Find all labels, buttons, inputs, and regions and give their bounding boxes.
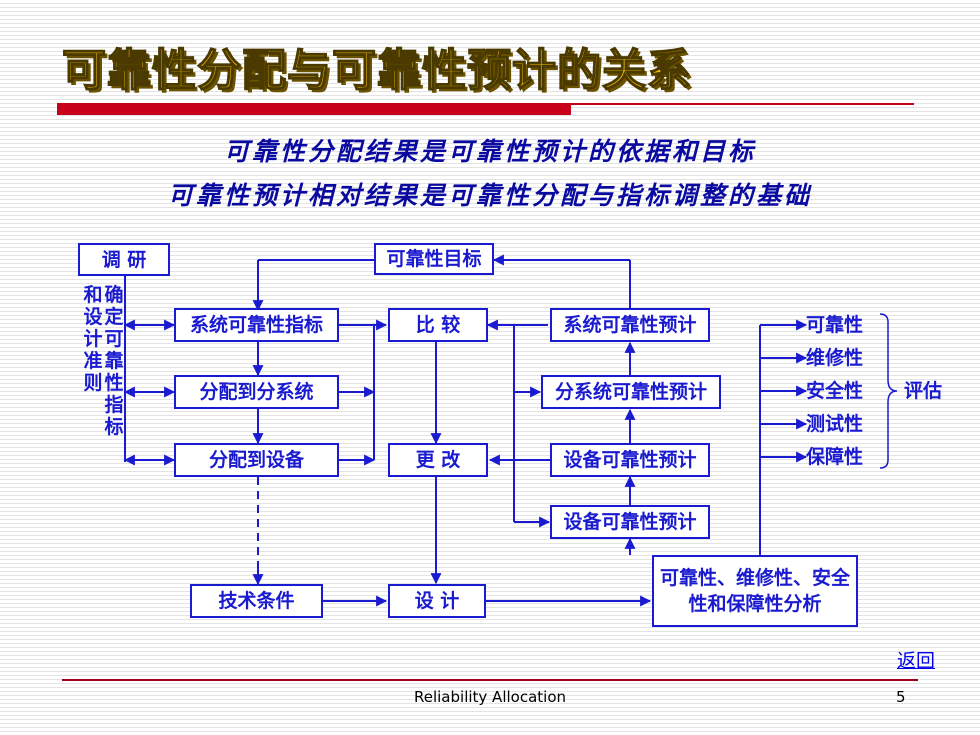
attr-testability: 测试性 <box>806 413 864 435</box>
back-link[interactable]: 返回 <box>897 650 936 672</box>
criteria-label-col-1: 和设计准则 <box>83 284 103 394</box>
slide-title: 可靠性分配与可靠性预计的关系 <box>61 44 692 97</box>
system-predict-box: 系统可靠性预计 <box>550 308 710 342</box>
criteria-label-col-2: 确定可靠性指标 <box>104 284 124 438</box>
evaluate-brace <box>879 313 898 469</box>
attr-maintainability: 维修性 <box>806 347 864 369</box>
device-predict-box: 设备可靠性预计 <box>550 443 710 477</box>
compare-box: 比 较 <box>388 308 488 342</box>
footer-text: Reliability Allocation <box>414 688 566 706</box>
footer-divider <box>62 679 918 681</box>
design-box: 设 计 <box>388 584 486 618</box>
allocate-device-box: 分配到设备 <box>174 443 339 477</box>
subtitle-line-2: 可靠性预计相对结果是可靠性分配与指标调整的基础 <box>167 181 812 210</box>
attr-reliability: 可靠性 <box>806 314 864 336</box>
system-index-box: 系统可靠性指标 <box>174 308 339 342</box>
rmsp-analysis-box: 可靠性、维修性、安全性和保障性分析 <box>652 555 858 627</box>
page-number: 5 <box>896 688 906 706</box>
reliability-target-box: 可靠性目标 <box>374 243 494 275</box>
subtitle-line-1: 可靠性分配结果是可靠性预计的依据和目标 <box>223 137 756 166</box>
device-predict-box-2: 设备可靠性预计 <box>550 505 710 539</box>
research-box: 调 研 <box>78 243 170 276</box>
attr-safety: 安全性 <box>806 380 864 402</box>
attr-supportability: 保障性 <box>806 446 864 468</box>
subsystem-predict-box: 分系统可靠性预计 <box>541 375 721 409</box>
allocate-subsystem-box: 分配到分系统 <box>174 375 339 409</box>
title-accent-line <box>571 103 914 105</box>
evaluate-label: 评估 <box>904 380 943 402</box>
tech-conditions-box: 技术条件 <box>190 584 323 618</box>
title-accent-bar <box>57 103 571 115</box>
modify-box: 更 改 <box>388 443 488 477</box>
